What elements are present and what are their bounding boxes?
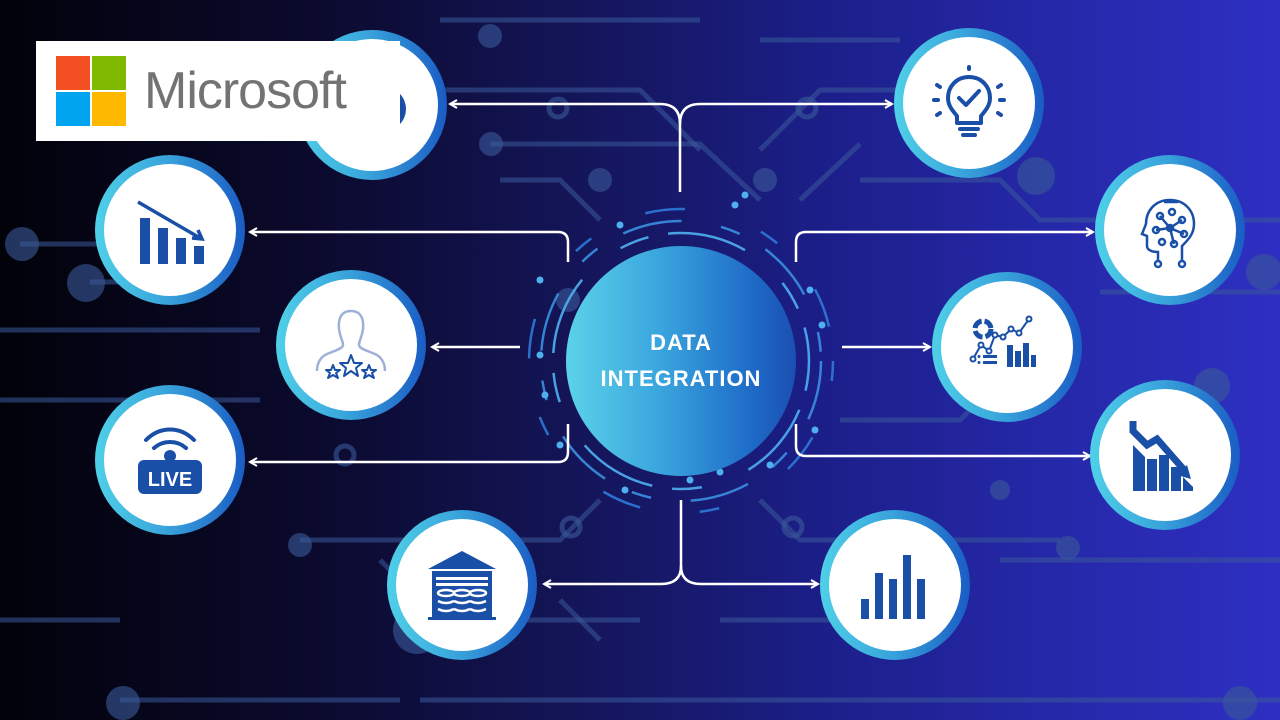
downtrend-chart-icon — [1129, 421, 1193, 491]
data-integration-hub: DATA INTEGRATION — [566, 246, 796, 476]
lightbulb-check-icon — [932, 65, 1006, 137]
node-downtrend — [1090, 380, 1240, 530]
analytics-dashboard-icon — [969, 315, 1036, 367]
node-data-warehouse — [387, 510, 537, 660]
hub-title-line2: INTEGRATION — [600, 366, 762, 391]
live-broadcast-icon: LIVE — [138, 427, 202, 494]
microsoft-logo-squares-icon — [56, 56, 126, 126]
logo-square-blue — [56, 92, 90, 126]
logo-square-green — [92, 56, 126, 90]
node-analytics — [932, 272, 1082, 422]
microsoft-wordmark: Microsoft — [144, 62, 347, 120]
node-ai — [1095, 155, 1245, 305]
bar-chart-icon — [861, 555, 925, 619]
bar-chart-decline-icon — [137, 200, 205, 264]
node-live-stream: LIVE — [95, 385, 245, 535]
live-label: LIVE — [148, 469, 192, 491]
node-insights — [894, 28, 1044, 178]
node-customer-rating — [276, 270, 426, 420]
microsoft-logo: Microsoft — [36, 41, 400, 141]
node-decline-report — [95, 155, 245, 305]
logo-square-red — [56, 56, 90, 90]
ai-brain-head-icon — [1140, 198, 1196, 269]
data-warehouse-icon — [428, 551, 496, 620]
node-bar-chart — [820, 510, 970, 660]
hub-title-line1: DATA — [650, 330, 712, 355]
user-rating-stars-icon — [315, 309, 387, 379]
logo-square-yellow — [92, 92, 126, 126]
